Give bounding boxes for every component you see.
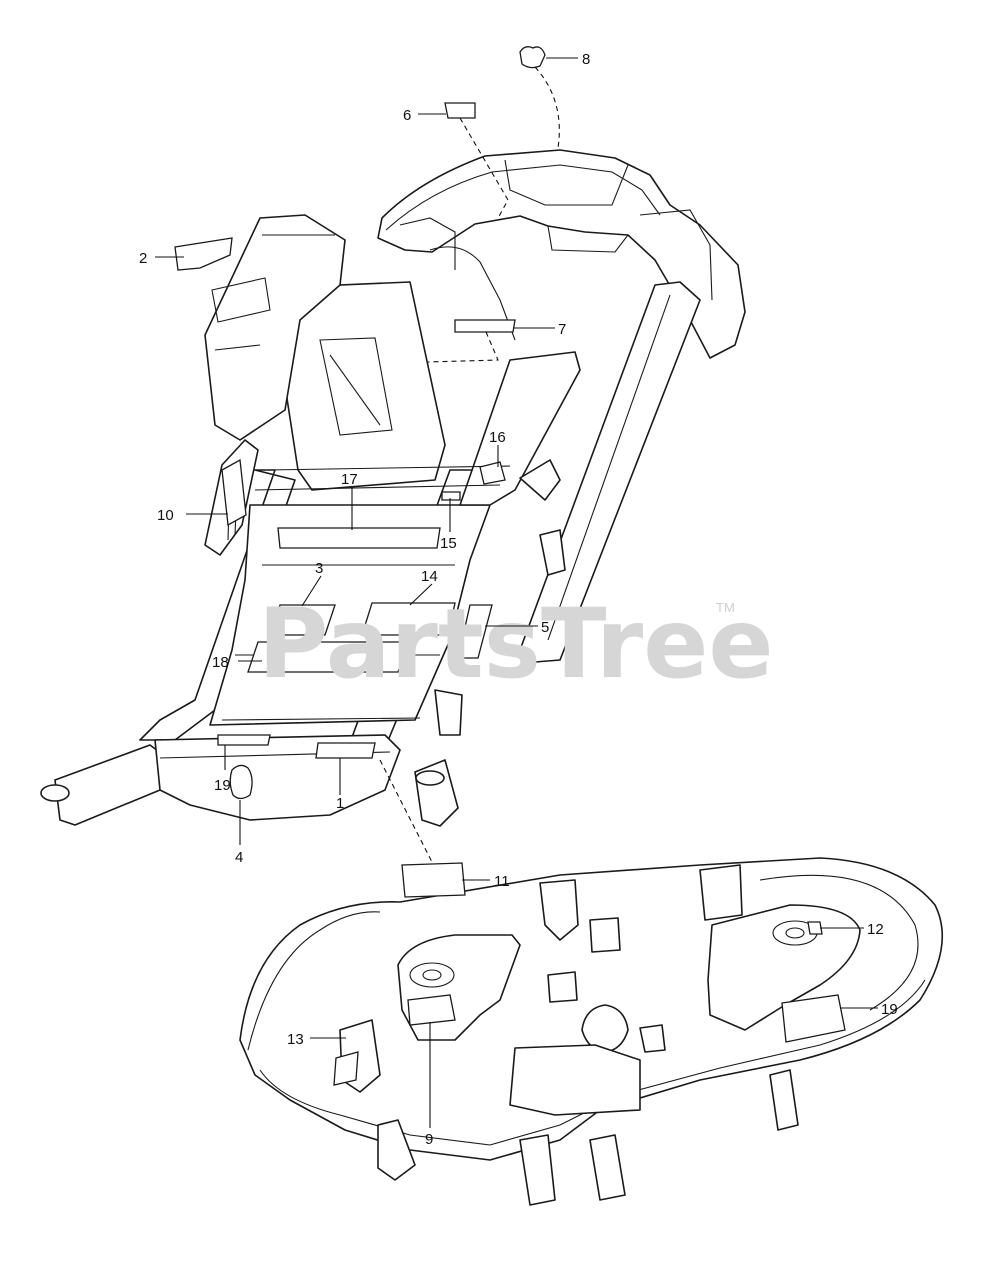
callout-6: 6	[403, 107, 411, 124]
decal-14	[361, 602, 456, 636]
decal-18	[247, 641, 411, 673]
callout-12: 12	[867, 921, 884, 938]
callout-18: 18	[212, 654, 229, 671]
callout-14: 14	[421, 568, 438, 585]
callout-15: 15	[440, 535, 457, 552]
decal-1	[315, 742, 376, 759]
callout-9: 9	[425, 1131, 433, 1148]
callout-7: 7	[558, 321, 566, 338]
callout-10: 10	[157, 507, 174, 524]
decal-5	[457, 604, 493, 659]
decal-13	[333, 1051, 359, 1086]
decal-11	[401, 862, 466, 898]
callout-11: 11	[494, 873, 510, 890]
decal-9	[407, 994, 456, 1026]
decal-2	[174, 237, 233, 271]
decal-6	[444, 102, 476, 119]
decal-19-frame	[217, 734, 271, 746]
decal-4	[229, 764, 253, 800]
callout-2: 2	[139, 250, 147, 267]
watermark: PartsTree TM	[258, 588, 773, 700]
decal-8	[519, 46, 546, 69]
decal-15	[441, 491, 461, 501]
callout-19-deck: 19	[881, 1001, 898, 1018]
watermark-tm: TM	[716, 600, 735, 615]
watermark-text: PartsTree	[258, 588, 773, 700]
callout-3: 3	[315, 560, 323, 577]
callout-4: 4	[235, 849, 243, 866]
decal-12	[807, 921, 823, 935]
callout-17: 17	[341, 471, 358, 488]
decal-17	[277, 527, 441, 549]
decal-10	[221, 458, 247, 527]
callout-leaders	[155, 57, 878, 1128]
decal-3	[271, 604, 336, 636]
callout-labels: 8 6 2 7 16 10 17 15 3 14 18 5 19 1 4 11 …	[139, 51, 898, 1148]
mower-deck	[239, 857, 944, 1206]
callout-1: 1	[336, 795, 344, 812]
decal-7	[454, 319, 516, 333]
callout-16: 16	[489, 429, 506, 446]
callout-13: 13	[287, 1031, 304, 1048]
callout-19-frame: 19	[214, 777, 231, 794]
decals	[174, 46, 846, 1086]
callout-8: 8	[582, 51, 590, 68]
placement-lines	[379, 66, 560, 863]
decal-16	[479, 461, 506, 485]
decal-19-deck	[781, 994, 846, 1043]
callout-5: 5	[541, 619, 549, 636]
